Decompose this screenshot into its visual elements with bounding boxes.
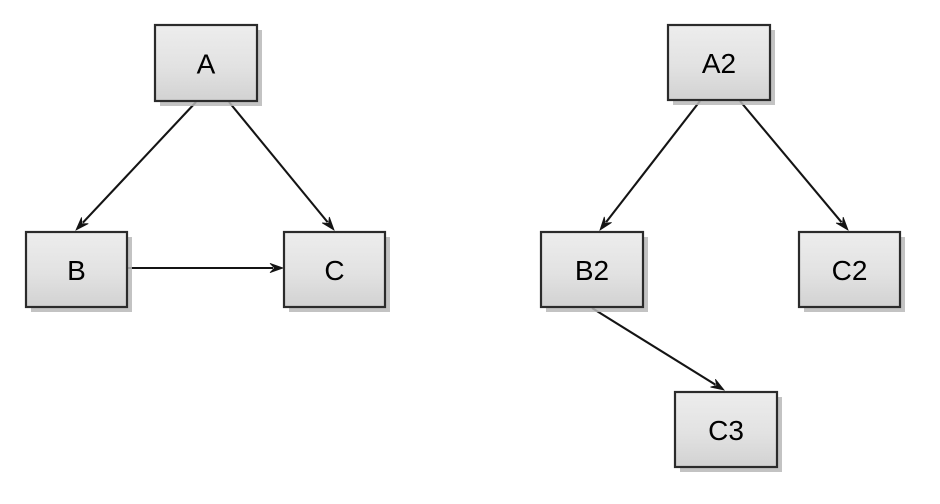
node-box[interactable] <box>282 230 387 309</box>
arrowhead-icon <box>321 216 335 231</box>
edge-b2-to-c3 <box>591 307 726 391</box>
node-box[interactable] <box>797 230 902 309</box>
edge-line <box>605 100 701 223</box>
node-box[interactable] <box>666 23 772 102</box>
edge-a-to-b <box>75 101 197 231</box>
arrowhead-icon <box>269 263 285 273</box>
node-c3[interactable]: C3 <box>673 390 782 472</box>
arrowhead-icon <box>835 216 849 231</box>
node-a[interactable]: A <box>153 23 262 106</box>
edge-a2-to-c2 <box>739 100 849 231</box>
arrowhead-icon <box>75 217 89 231</box>
node-box[interactable] <box>153 23 259 103</box>
edge-line <box>591 307 717 386</box>
edge-line <box>228 101 329 223</box>
edge-a-to-c <box>228 101 335 231</box>
node-b2[interactable]: B2 <box>539 230 648 312</box>
edges-layer <box>75 100 849 391</box>
edge-line <box>739 100 843 224</box>
edge-b-to-c <box>127 263 285 273</box>
node-a2[interactable]: A2 <box>666 23 775 105</box>
node-box[interactable] <box>673 390 779 469</box>
arrowhead-icon <box>599 216 612 231</box>
edge-a2-to-b2 <box>599 100 701 231</box>
arrowhead-icon <box>710 378 726 391</box>
node-box[interactable] <box>539 230 645 309</box>
node-c2[interactable]: C2 <box>797 230 905 312</box>
edge-line <box>82 101 197 224</box>
node-box[interactable] <box>24 230 129 309</box>
node-c[interactable]: C <box>282 230 390 312</box>
node-b[interactable]: B <box>24 230 132 312</box>
